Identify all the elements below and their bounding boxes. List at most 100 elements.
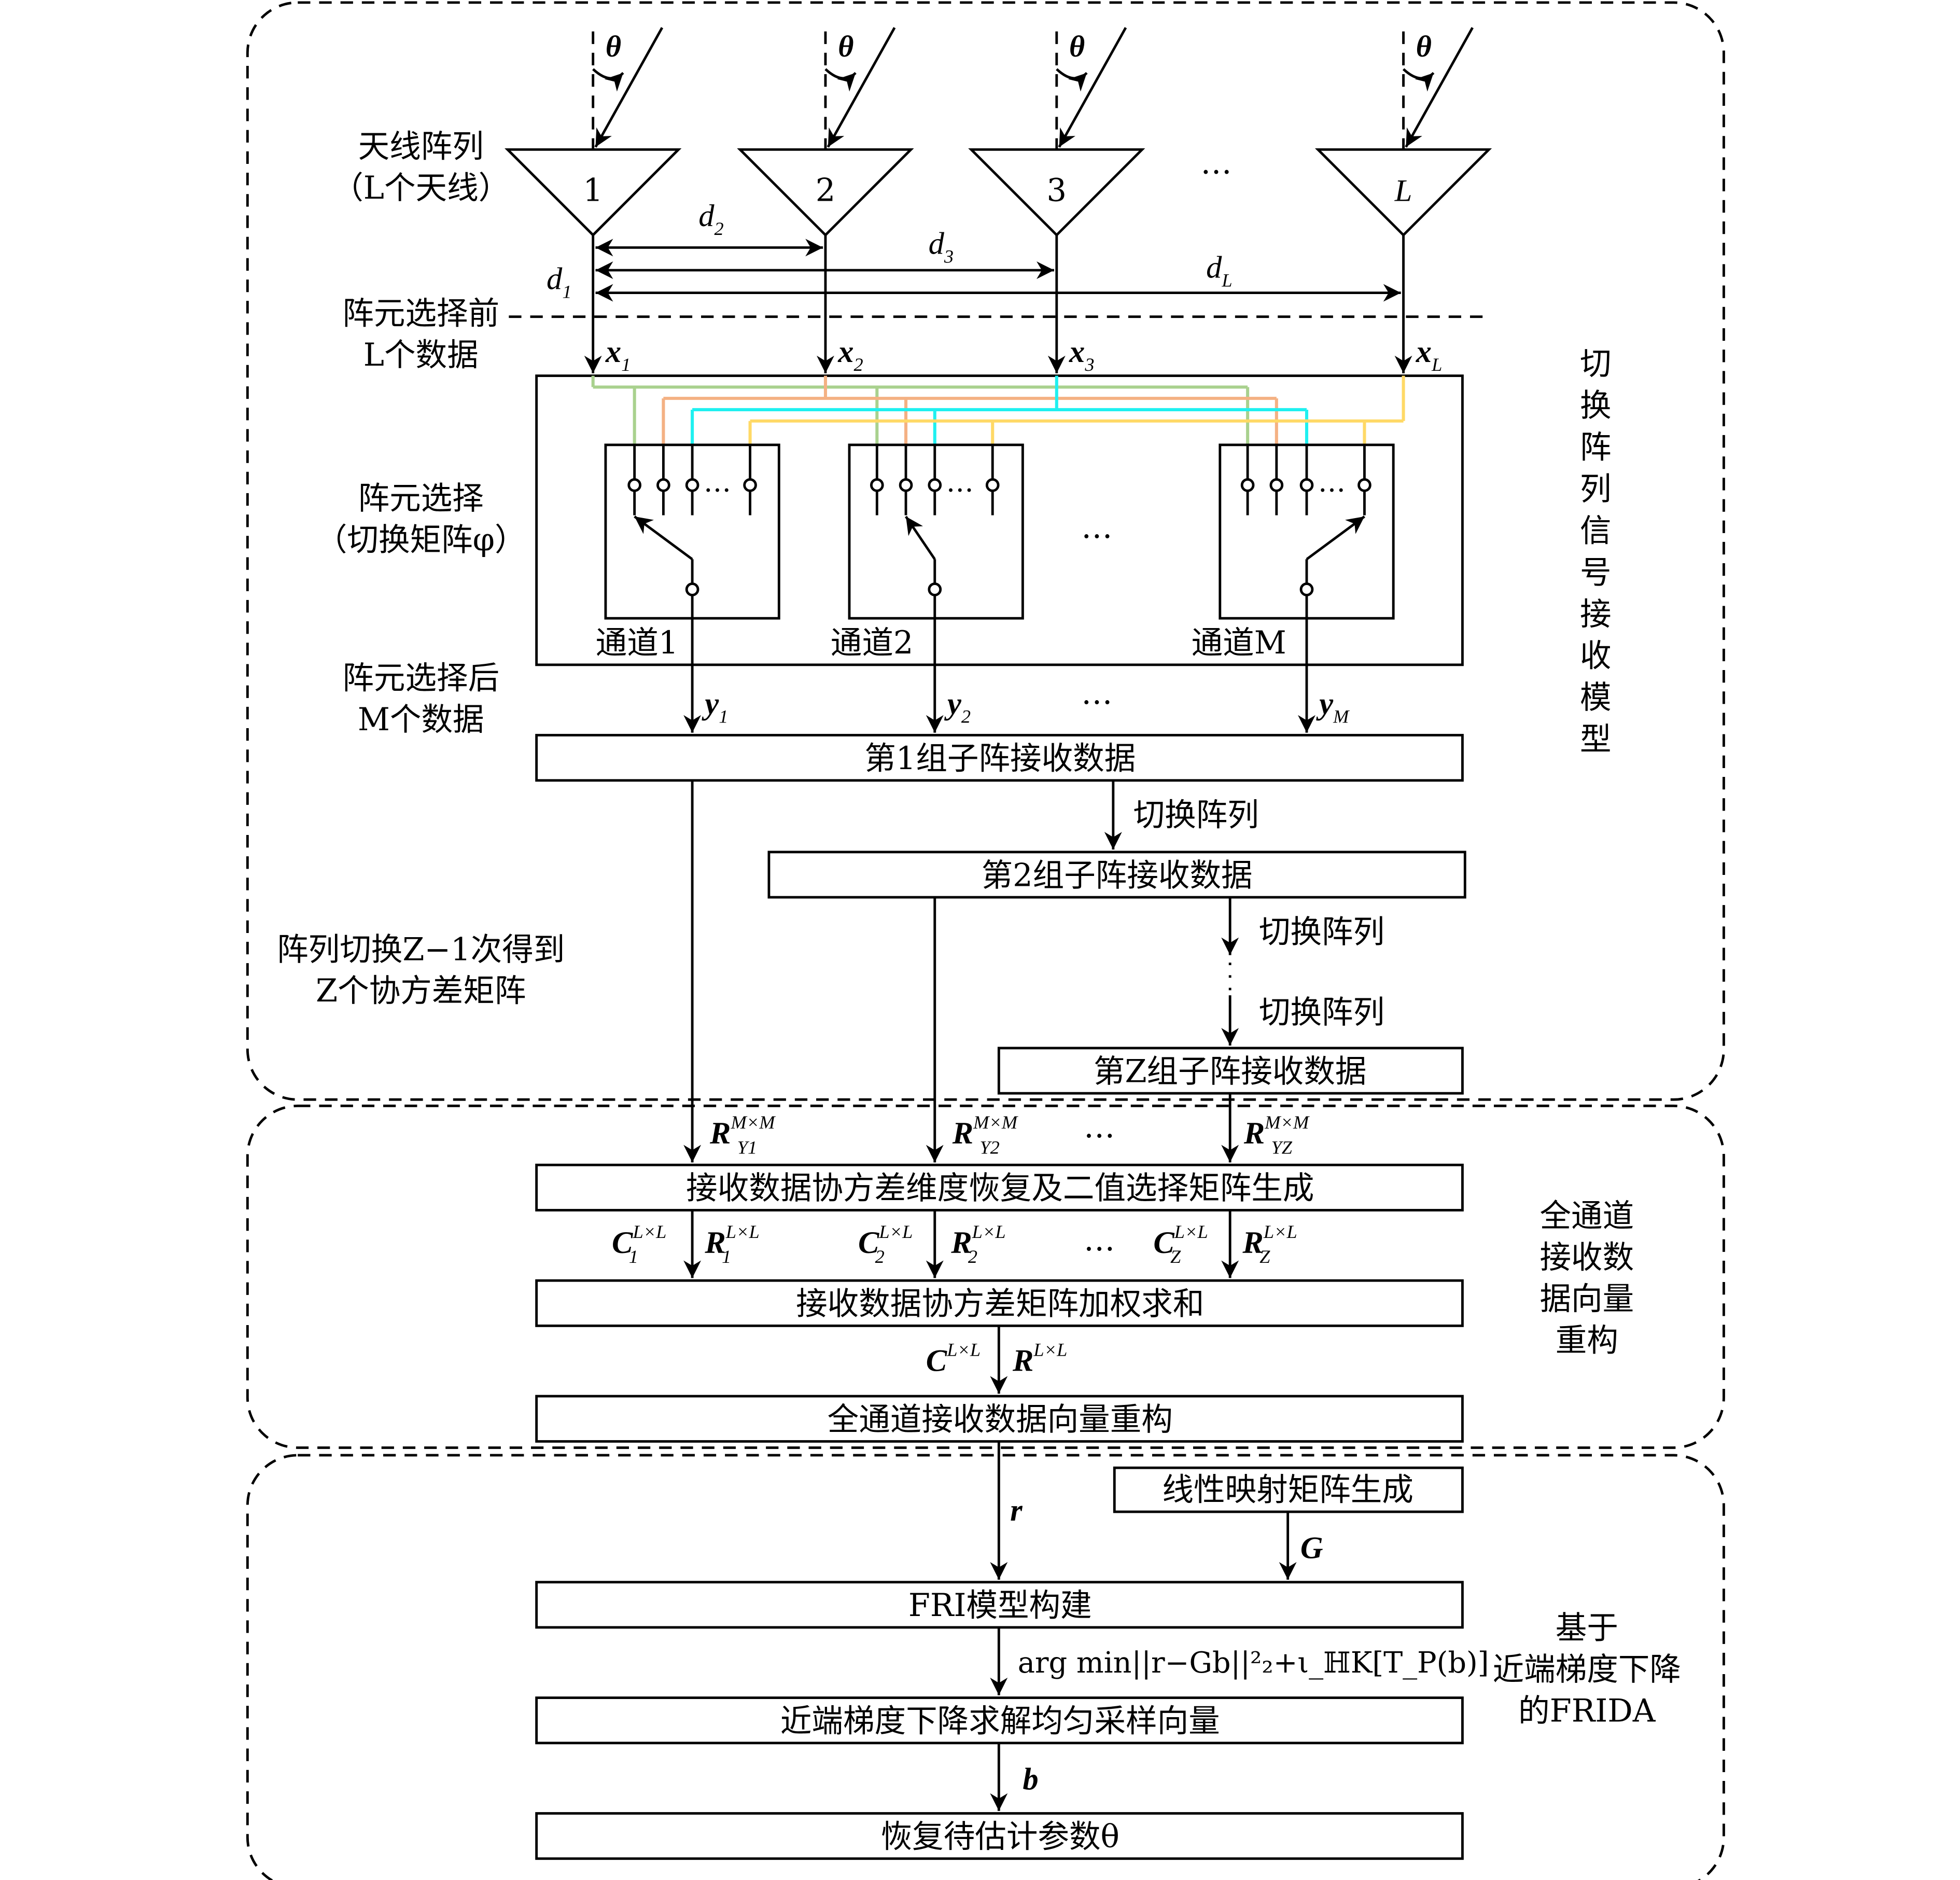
stage3-label: 的FRIDA [1518, 1693, 1656, 1730]
antenna-output-label-base: x [1069, 335, 1085, 369]
stage1-label-char: 号 [1580, 554, 1612, 591]
antenna-label: 3 [1047, 173, 1067, 209]
covariance-label-1-sub: Y1 [737, 1137, 757, 1158]
stage1-label-char: 切 [1580, 346, 1612, 382]
covariance-label-2-sup: M×M [973, 1112, 1018, 1133]
left-label-before_select: 阵元选择前 [342, 296, 499, 332]
c-label-3-sup: L×L [1174, 1221, 1208, 1242]
linear-map-label: 线性映射矩阵生成 [1162, 1472, 1413, 1508]
stage3-label: 基于 [1556, 1610, 1618, 1647]
final-label: 恢复待估计参数θ [881, 1819, 1119, 1855]
switch-contact [627, 478, 641, 492]
antenna-triangle [968, 148, 1145, 237]
d3-label-base: d [929, 227, 945, 261]
switch-arm-arrow [905, 516, 936, 560]
antenna-output-label: x2 [837, 335, 863, 375]
antenna-triangle [1314, 148, 1492, 237]
covariance-label-3-sup: M×M [1264, 1112, 1310, 1133]
antenna-output-label: xL [1416, 335, 1443, 375]
final-box [535, 1812, 1464, 1860]
channel-output-label-sub: 1 [719, 706, 728, 727]
incident-wave-arrow [827, 27, 896, 148]
antenna-output-label-sub: 1 [621, 354, 631, 375]
r-total-label-sup: L×L [1033, 1340, 1067, 1360]
stage1-label-char: 阵 [1580, 429, 1612, 466]
covariance-label-2-sub: Y2 [979, 1137, 999, 1158]
switch-contact [656, 478, 670, 492]
cr-ellipsis: … [1084, 1222, 1115, 1258]
covariance-label-1-sup: M×M [730, 1112, 776, 1133]
antenna-output-label-base: x [605, 335, 621, 369]
stage1-label-char: 模 [1580, 680, 1612, 716]
stage1-label-char: 接 [1580, 596, 1612, 633]
channel-output-label-base: y [944, 686, 962, 721]
covariance-label-2-base: R [952, 1116, 973, 1151]
switch-pivot [1299, 582, 1314, 596]
switch-contact [743, 478, 757, 492]
fri-box [535, 1581, 1464, 1629]
subarray-1-label: 第1组子阵接收数据 [864, 741, 1136, 777]
d1-label: d1 [547, 261, 571, 302]
stage-frame-receive-model [246, 1, 1725, 1101]
channel-ellipsis: … [1081, 509, 1113, 546]
left-label-antenna_array: 天线阵列 [358, 129, 484, 165]
c-label-2-sub: 2 [875, 1246, 885, 1267]
channel-output-label: y1 [701, 686, 728, 727]
incident-wave-arrow [594, 27, 664, 148]
switch-arm-arrow [634, 515, 693, 561]
antenna-label: 2 [816, 173, 836, 209]
c-label-2-base: C [858, 1226, 879, 1260]
stage1-label-char: 信 [1580, 513, 1612, 549]
output-ellipsis: … [1081, 675, 1113, 712]
weighted-sum-label: 接收数据协方差矩阵加权求和 [796, 1286, 1204, 1322]
antenna-triangle [737, 148, 914, 237]
switch-contact [928, 478, 942, 492]
covariance-label-1-base: R [709, 1116, 731, 1151]
c-total-label-sup: L×L [946, 1340, 981, 1360]
theta-label: θ [606, 30, 621, 63]
antenna-output-label-base: x [1416, 335, 1432, 369]
d2-label-base: d [698, 199, 715, 233]
channel-label: 通道1 [596, 625, 679, 661]
stage2-label: 重构 [1556, 1322, 1618, 1359]
b-vector-label: b [1023, 1762, 1038, 1797]
stage3-label: 近端梯度下降 [1493, 1652, 1681, 1688]
c-label-1-sup: L×L [632, 1221, 666, 1242]
left-label-switching: 阵列切换Z−1次得到 [277, 931, 565, 968]
left-label-antenna_array: （L个天线） [332, 170, 510, 206]
covariance-label-2: RM×M Y2 [952, 1112, 1018, 1158]
switch-contact [685, 478, 699, 492]
switch-contact [870, 478, 884, 492]
stage2-label: 接收数 [1539, 1240, 1634, 1276]
antenna-output-label-sub: L [1431, 354, 1442, 375]
stage2-label: 据向量 [1539, 1281, 1634, 1317]
stage2-label: 全通道 [1539, 1198, 1634, 1234]
subarray-2-box [767, 851, 1466, 899]
pgd-label: 近端梯度下降求解均匀采样向量 [780, 1703, 1220, 1739]
stage1-label-char: 列 [1580, 471, 1612, 507]
r-label-1-sub: 1 [722, 1246, 731, 1267]
r-label-3-sub: Z [1259, 1246, 1270, 1267]
subarray-2-label: 第2组子阵接收数据 [982, 857, 1253, 894]
switch-pivot [685, 582, 699, 596]
covariance-label-3-sub: YZ [1271, 1137, 1293, 1158]
r-total-label: RL×L [1012, 1340, 1067, 1378]
left-label-after_select: M个数据 [358, 702, 484, 738]
theta-label: θ [838, 30, 853, 63]
objective-formula: arg min||r−Gb||²₂+ι_ℍK[T_P(b)] [1018, 1646, 1489, 1680]
recover-box [535, 1163, 1464, 1211]
r-label-2-sup: L×L [972, 1221, 1006, 1242]
angle-arc [1056, 68, 1088, 92]
switch-contact [1357, 478, 1371, 492]
theta-label: θ [1069, 30, 1085, 63]
stage-frame-frida [246, 1454, 1725, 1880]
g-matrix-label: G [1300, 1531, 1323, 1566]
d2-label: d2 [698, 199, 723, 239]
left-label-after_select: 阵元选择后 [342, 660, 499, 697]
angle-arc [824, 68, 857, 92]
r-label-1-sup: L×L [725, 1221, 760, 1242]
